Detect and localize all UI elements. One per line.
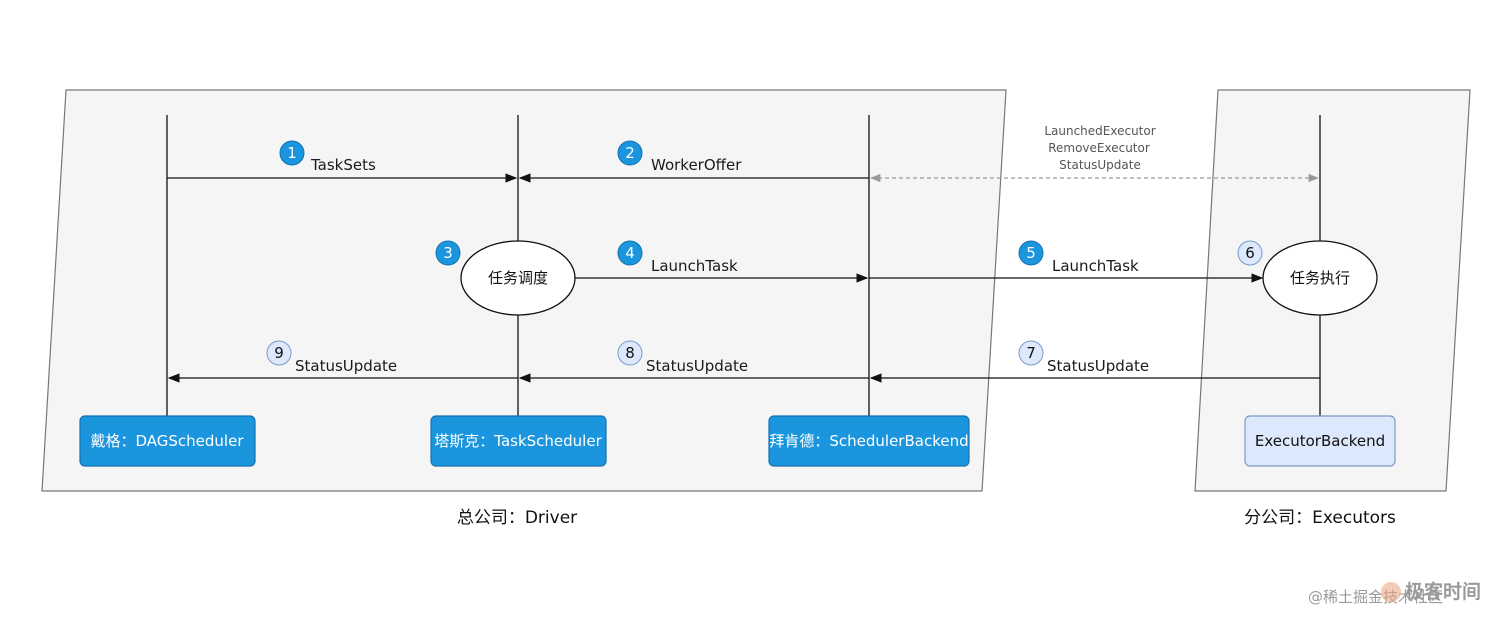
driver-caption: 总公司：Driver [457,508,577,528]
watermark: @稀土掘金技术社区 极客时间 [1308,580,1481,606]
svg-text:1: 1 [287,144,297,162]
step-badge-7: 7 [1018,340,1044,366]
svg-text:3: 3 [443,244,453,262]
step-badge-2: 2 [617,140,643,166]
watermark-brand: 极客时间 [1405,580,1481,603]
executor-backend-label: ExecutorBackend [1255,432,1385,450]
task-execution-label: 任务执行 [1290,269,1350,287]
watermark-prefix: @稀土掘金技术社区 [1308,588,1443,606]
dag-scheduler-box: 戴格：DAGScheduler [79,415,256,467]
dag-scheduler-label: 戴格：DAGScheduler [90,432,244,450]
scheduler-backend-label: 拜肯德：SchedulerBackend [769,432,968,450]
task-scheduling-oval [460,240,576,316]
step-badge-3: 3 [435,240,461,266]
svg-text:9: 9 [274,344,284,362]
msg-launchtask-executor: LaunchTask [1052,257,1139,275]
svg-text:6: 6 [1245,244,1255,262]
svg-text:2: 2 [625,144,635,162]
scheduler-backend-box: 拜肯德：SchedulerBackend [768,415,970,467]
msg-workeroffer: WorkerOffer [651,156,742,174]
step-badge-4: 4 [617,240,643,266]
step-badge-5: 5 [1018,240,1044,266]
step-badge-1: 1 [279,140,305,166]
task-scheduler-label: 塔斯克：TaskScheduler [434,432,602,450]
msg-statusupdate-9: StatusUpdate [295,357,397,375]
svg-text:5: 5 [1026,244,1036,262]
step-badge-9: 9 [266,340,292,366]
brand-logo-icon [1381,582,1401,602]
task-execution-oval [1262,240,1378,316]
step-badge-8: 8 [617,340,643,366]
svg-text:4: 4 [625,244,635,262]
msg-statusupdate-8: StatusUpdate [646,357,748,375]
msg-tasksets: TaskSets [310,156,376,174]
task-scheduling-label: 任务调度 [488,269,548,287]
executors-caption: 分公司：Executors [1244,508,1396,528]
heartbeat-remove-executor: RemoveExecutor [1048,141,1150,155]
executor-backend-box: ExecutorBackend [1244,415,1396,467]
heartbeat-status-update: StatusUpdate [1059,158,1141,172]
step-badge-6: 6 [1237,240,1263,266]
svg-text:8: 8 [625,344,635,362]
msg-statusupdate-7: StatusUpdate [1047,357,1149,375]
svg-text:7: 7 [1026,344,1036,362]
msg-launchtask-driver: LaunchTask [651,257,738,275]
heartbeat-launched-executor: LaunchedExecutor [1044,124,1155,138]
task-scheduler-box: 塔斯克：TaskScheduler [430,415,607,467]
